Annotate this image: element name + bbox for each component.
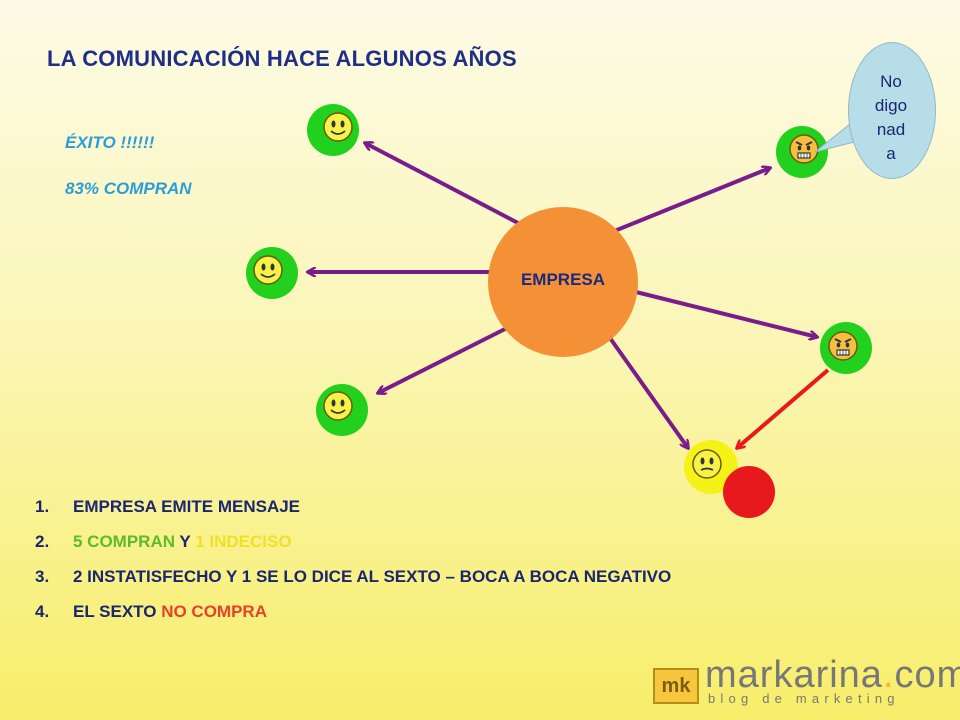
markarina-logo[interactable]: mk markarina.com blog de marketing: [653, 654, 960, 706]
arrow-word-of-mouth: [737, 368, 830, 448]
list-number: 1.: [35, 497, 50, 516]
empresa-label: EMPRESA: [520, 270, 606, 289]
sixth-customer-node: [723, 466, 775, 518]
list-item: 4. EL SEXTO NO COMPRA: [35, 600, 833, 623]
list-text: EMPRESA EMITE MENSAJE: [73, 497, 301, 516]
arrow-to-bottom: [608, 336, 688, 448]
indeciso-text: 1 INDECISO: [195, 532, 292, 551]
list-number: 4.: [35, 602, 50, 621]
list-text: Y: [175, 532, 196, 551]
arrow-to-top-right: [611, 168, 770, 234]
smiley-doubtful-icon: [692, 449, 722, 479]
customer-node-top-left: [307, 104, 359, 156]
smiley-happy-icon: [253, 255, 283, 285]
customer-node-undecided: [684, 440, 738, 494]
no-compra-text: NO COMPRA: [161, 602, 267, 621]
empresa-circle: [488, 207, 638, 357]
arrow-to-right: [635, 290, 817, 337]
compran-percent-label: 83% COMPRAN: [65, 179, 192, 198]
steps-list: 1. EMPRESA EMITE MENSAJE 2. 5 COMPRAN Y …: [35, 495, 833, 635]
speech-bubble: [848, 42, 936, 179]
speech-line: No: [880, 72, 902, 91]
speech-line: nad: [876, 120, 906, 139]
compran-text: 5 COMPRAN: [73, 532, 176, 551]
list-text: EL SEXTO: [73, 602, 162, 621]
speech-line: digo: [874, 96, 908, 115]
arrow-to-top-left: [365, 143, 519, 225]
list-item: 1. EMPRESA EMITE MENSAJE: [35, 495, 833, 518]
list-text: 2 INSTATISFECHO Y 1 SE LO DICE AL SEXTO …: [73, 567, 672, 586]
logo-dot: .: [882, 654, 895, 696]
list-item: 2. 5 COMPRAN Y 1 INDECISO: [35, 530, 833, 553]
logo-wordmark: markarina.com: [705, 654, 960, 697]
smiley-angry-icon: [828, 331, 858, 361]
logo-tld: com: [894, 654, 960, 696]
list-item: 3. 2 INSTATISFECHO Y 1 SE LO DICE AL SEX…: [35, 565, 833, 588]
logo-name: markarina: [705, 654, 883, 696]
smiley-angry-icon: [789, 134, 819, 164]
customer-node-left: [246, 247, 298, 299]
exito-label: ÉXITO !!!!!!: [65, 133, 155, 152]
smiley-happy-icon: [323, 112, 353, 142]
list-number: 2.: [35, 532, 50, 551]
customer-node-bottom-left: [316, 384, 368, 436]
slide-title: LA COMUNICACIÓN HACE ALGUNOS AÑOS: [47, 46, 517, 71]
arrow-to-bottom-left: [378, 326, 508, 393]
logo-tagline: blog de marketing: [708, 691, 900, 706]
customer-node-right: [820, 322, 872, 374]
logo-mark: mk: [653, 668, 699, 704]
smiley-happy-icon: [323, 391, 353, 421]
list-number: 3.: [35, 567, 50, 586]
speech-line: a: [886, 144, 896, 163]
customer-node-top-right: [776, 126, 828, 178]
speech-bubble-text: No digo nad a: [848, 70, 934, 166]
